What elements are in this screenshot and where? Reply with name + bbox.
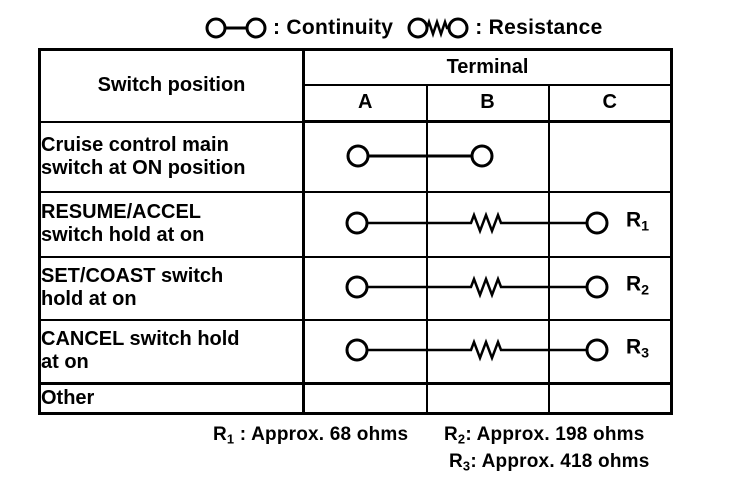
row-label-other: Other [38,382,305,415]
terminal-a-header: A [302,83,428,123]
table-row: Cruise control main switch at ON positio… [38,120,673,193]
switch-continuity-table: Switch position Terminal A B C Cruise co… [38,48,674,415]
cell-a [302,120,428,193]
terminal-header: Terminal [302,48,673,86]
cell-b [425,255,550,321]
terminal-c-header: C [547,83,673,123]
resistance-label: : Resistance [475,16,603,39]
row-label-set-coast: SET/COAST switch hold at on [38,255,305,321]
row-label-cruise-main: Cruise control main switch at ON positio… [38,120,305,193]
cell-c [547,318,673,385]
table-row: SET/COAST switch hold at on [38,255,673,321]
cell-b [425,382,550,415]
resistance-symbol-icon [407,17,469,39]
terminal-b-header: B [425,83,550,123]
r2-designator: R2 [626,272,650,299]
table-row: RESUME/ACCEL switch hold at on [38,190,673,258]
cell-c [547,255,673,321]
cell-a [302,318,428,385]
note-r3-value: R3: Approx. 418 ohms [449,451,650,474]
cell-a [302,190,428,258]
cell-b [425,318,550,385]
r1-designator: R1 [626,208,650,235]
row-label-cancel: CANCEL switch hold at on [38,318,305,385]
cell-c [547,190,673,258]
cell-a [302,382,428,415]
cell-c [547,120,673,193]
note-r2-value: R2: Approx. 198 ohms [444,424,645,447]
legend: : Continuity : Resistance [205,13,603,43]
cell-a [302,255,428,321]
cell-b [425,190,550,258]
table-row: CANCEL switch hold at on [38,318,673,385]
r3-designator: R3 [626,335,650,362]
note-r1-value: R1 : Approx. 68 ohms [213,424,409,447]
switch-position-header: Switch position [38,48,305,123]
continuity-label: : Continuity [273,16,394,39]
cell-b [425,120,550,193]
cell-c [547,382,673,415]
row-label-resume-accel: RESUME/ACCEL switch hold at on [38,190,305,258]
table-row: Other [38,382,673,415]
continuity-symbol-icon [205,17,267,39]
